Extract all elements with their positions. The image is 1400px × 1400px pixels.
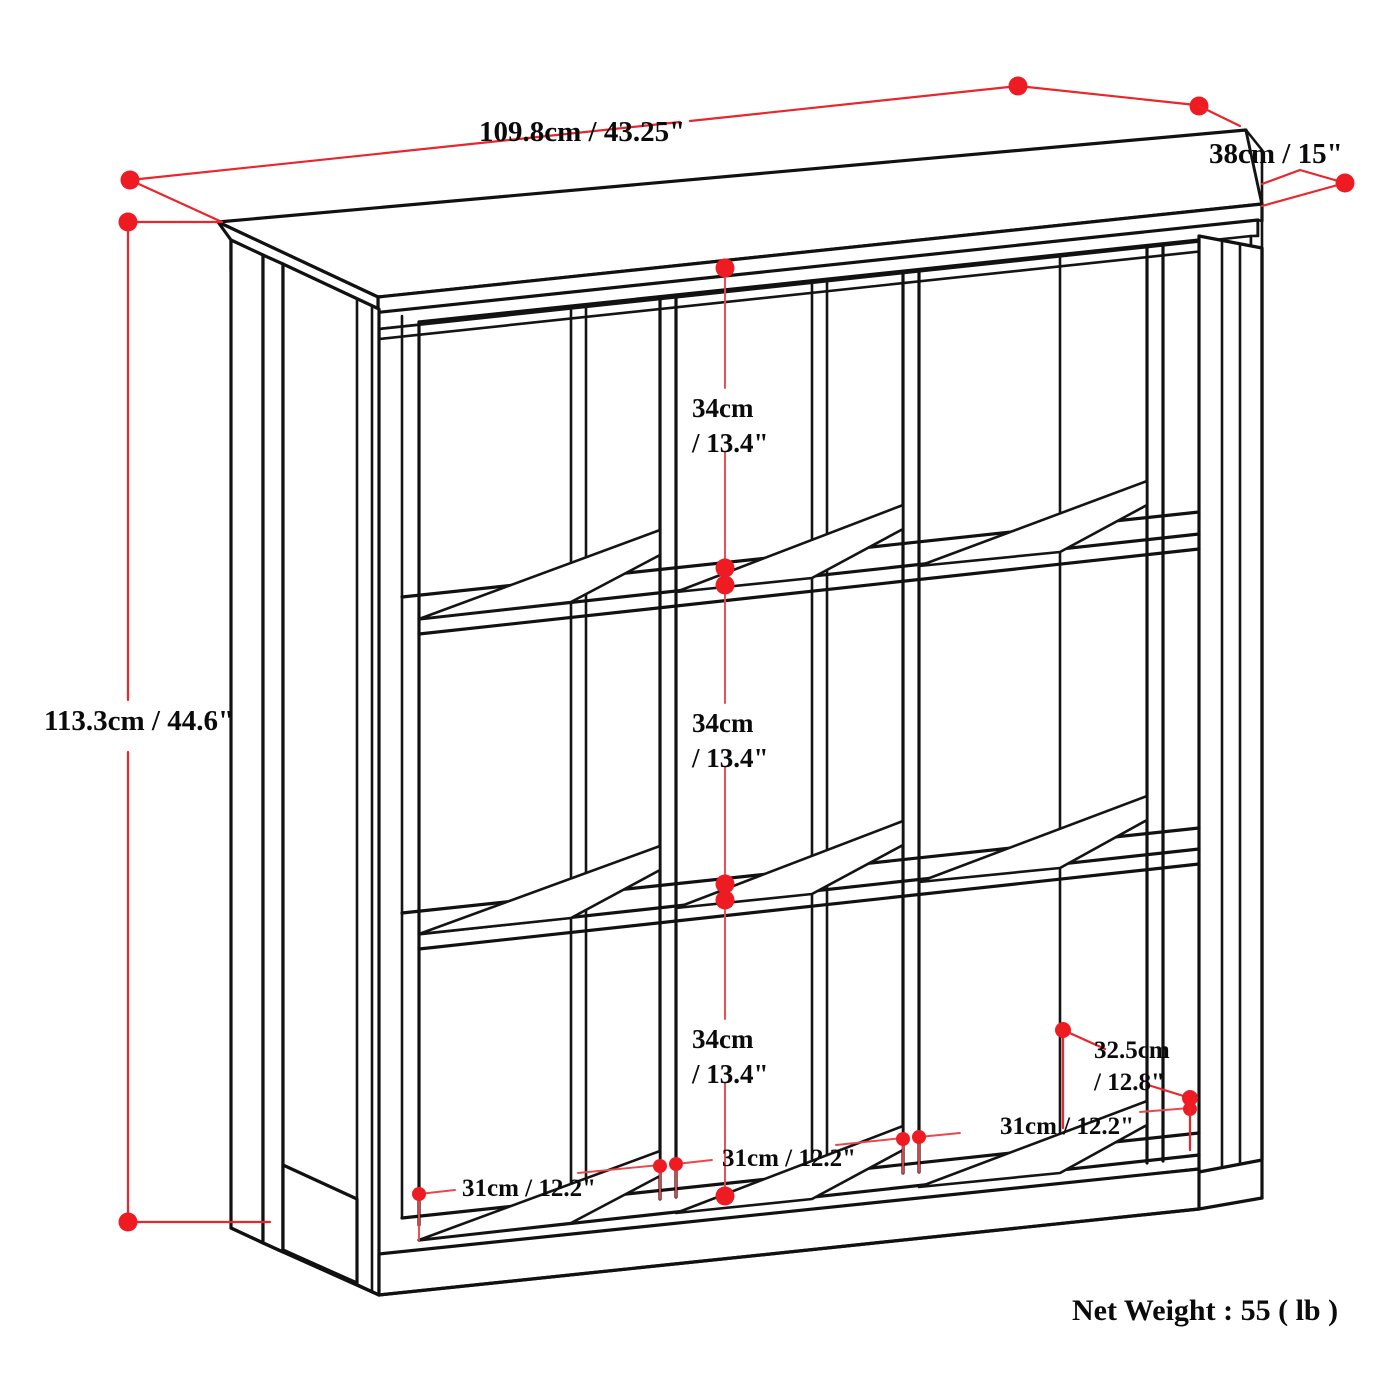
label-cube-width-right: 31cm / 12.2" <box>1000 1113 1134 1140</box>
divider-left-outer <box>400 314 421 1227</box>
label-net-weight: Net Weight : 55 ( lb ) <box>1072 1294 1338 1327</box>
divider-1 <box>569 293 678 1212</box>
shelf1-front-edge-thk <box>417 547 1201 636</box>
label-cube-depth-line2: / 12.8" <box>1093 1069 1165 1096</box>
plinth-bottom-edge <box>377 1207 1201 1297</box>
label-cube-height-bottom-line2: / 13.4" <box>691 1059 769 1089</box>
shelf2-surface-col3 <box>917 794 1149 884</box>
left-foot-back <box>229 1226 285 1254</box>
shelf-2 <box>400 794 1201 951</box>
shelf1-surface-col1 <box>417 528 662 621</box>
dim-cube-height-chain <box>715 258 735 1206</box>
dim-overall-depth <box>1197 104 1355 208</box>
left-side-panel-outer <box>229 238 265 1245</box>
height-dot-bottom <box>118 1212 138 1232</box>
width-dot-left <box>120 170 140 190</box>
label-cube-height-middle-line1: 34cm <box>692 708 754 738</box>
right-side-panel <box>1197 234 1264 1174</box>
right-panel-bottom <box>1197 1196 1264 1211</box>
label-overall-width: 109.8cm / 43.25" <box>479 116 685 148</box>
label-cube-depth-line1: 32.5cm <box>1094 1037 1170 1064</box>
cw-center-line-b <box>835 1137 904 1146</box>
dim-cube-width-center <box>669 1132 910 1198</box>
cubeh-dot-bottom <box>715 1186 735 1206</box>
label-cube-height-bottom-line1: 34cm <box>692 1024 754 1054</box>
cd-dot-bottom <box>1182 1090 1198 1106</box>
label-overall-height: 113.3cm / 44.6" <box>44 705 234 737</box>
width-line-left <box>128 120 682 182</box>
label-cube-width-center: 31cm / 12.2" <box>722 1145 856 1172</box>
cd-dot-top <box>1055 1022 1071 1038</box>
bottom-deck <box>400 1099 1201 1256</box>
interior-back-top-edge <box>417 238 1201 324</box>
cw-center-dot-a <box>669 1157 683 1171</box>
bookcase-carcass <box>216 128 1264 1297</box>
label-cube-height-top-line1: 34cm <box>692 393 754 423</box>
deck-surface-col3 <box>917 1099 1149 1189</box>
label-cube-height-top-line2: / 13.4" <box>691 428 769 458</box>
left-front-stile <box>281 262 381 1297</box>
label-cube-width-left: 31cm / 12.2" <box>462 1175 596 1202</box>
cubeh-dot-shelf1-upper <box>715 558 735 578</box>
cw-right-line-b <box>1139 1107 1191 1113</box>
cw-left-dot-b <box>653 1159 667 1173</box>
cw-center-dot-b <box>896 1132 910 1146</box>
width-dot-right <box>1008 76 1028 96</box>
divider-2 <box>810 268 921 1186</box>
width-line-elbow <box>1016 84 1198 107</box>
label-overall-depth: 38cm / 15" <box>1209 138 1343 170</box>
width-leader-left <box>128 178 224 224</box>
height-dot-top <box>118 212 138 232</box>
dim-overall-height <box>118 212 272 1232</box>
shelf-1 <box>400 479 1201 636</box>
depth-leader-lower <box>1260 168 1302 186</box>
shelf2-surface-col2 <box>674 819 905 910</box>
dim-cube-depth <box>1055 1022 1198 1152</box>
cw-left-line-b <box>577 1164 661 1174</box>
cubeh-dot-shelf2-lower <box>715 890 735 910</box>
dimension-annotations <box>118 76 1355 1241</box>
label-cube-height-middle-line2: / 13.4" <box>691 743 769 773</box>
cubeh-dot-shelf1-lower <box>715 575 735 595</box>
left-side-panel-inner <box>261 253 285 1254</box>
dimension-labels: 109.8cm / 43.25" 38cm / 15" 113.3cm / 44… <box>44 116 1343 1327</box>
shelf1-surface-col3 <box>917 479 1149 568</box>
depth-leader-upper <box>1197 104 1242 128</box>
cubeh-dot-top <box>715 258 735 278</box>
dim-overall-width <box>120 76 1209 224</box>
divider-right-outer <box>1058 242 1165 1165</box>
cw-right-dot-a <box>912 1130 926 1144</box>
dim-cube-width-left <box>412 1159 667 1241</box>
shelf2-front-edge-thk <box>417 862 1201 951</box>
left-foot-bottom <box>281 1248 381 1297</box>
width-line-right <box>688 84 1020 123</box>
cw-left-dot-a <box>412 1187 426 1201</box>
cubeh-dot-shelf2-upper <box>715 874 735 894</box>
depth-dot-right <box>1335 173 1355 193</box>
shelf1-surface-col2 <box>674 503 905 594</box>
shelf2-surface-col1 <box>417 844 662 936</box>
top-side-right <box>1244 128 1264 250</box>
depth-line <box>1260 181 1347 208</box>
